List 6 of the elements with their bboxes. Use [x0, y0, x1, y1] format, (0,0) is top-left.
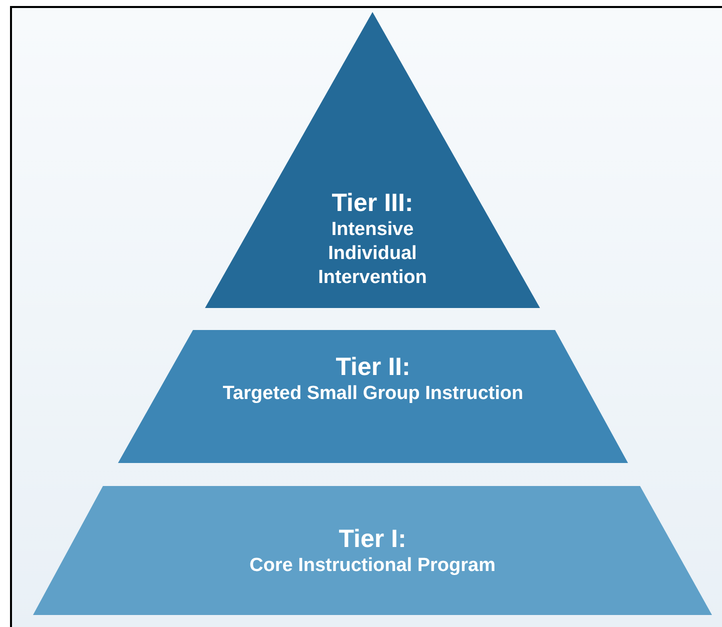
tier-description: Intensive Individual Intervention [317, 218, 428, 290]
tier-heading: Tier III: [332, 188, 414, 218]
tier-heading: Tier I: [338, 524, 406, 554]
tier-description: Targeted Small Group Instruction [222, 382, 524, 406]
tier-heading: Tier II: [336, 352, 410, 382]
tier-description: Core Instructional Program [250, 554, 496, 578]
